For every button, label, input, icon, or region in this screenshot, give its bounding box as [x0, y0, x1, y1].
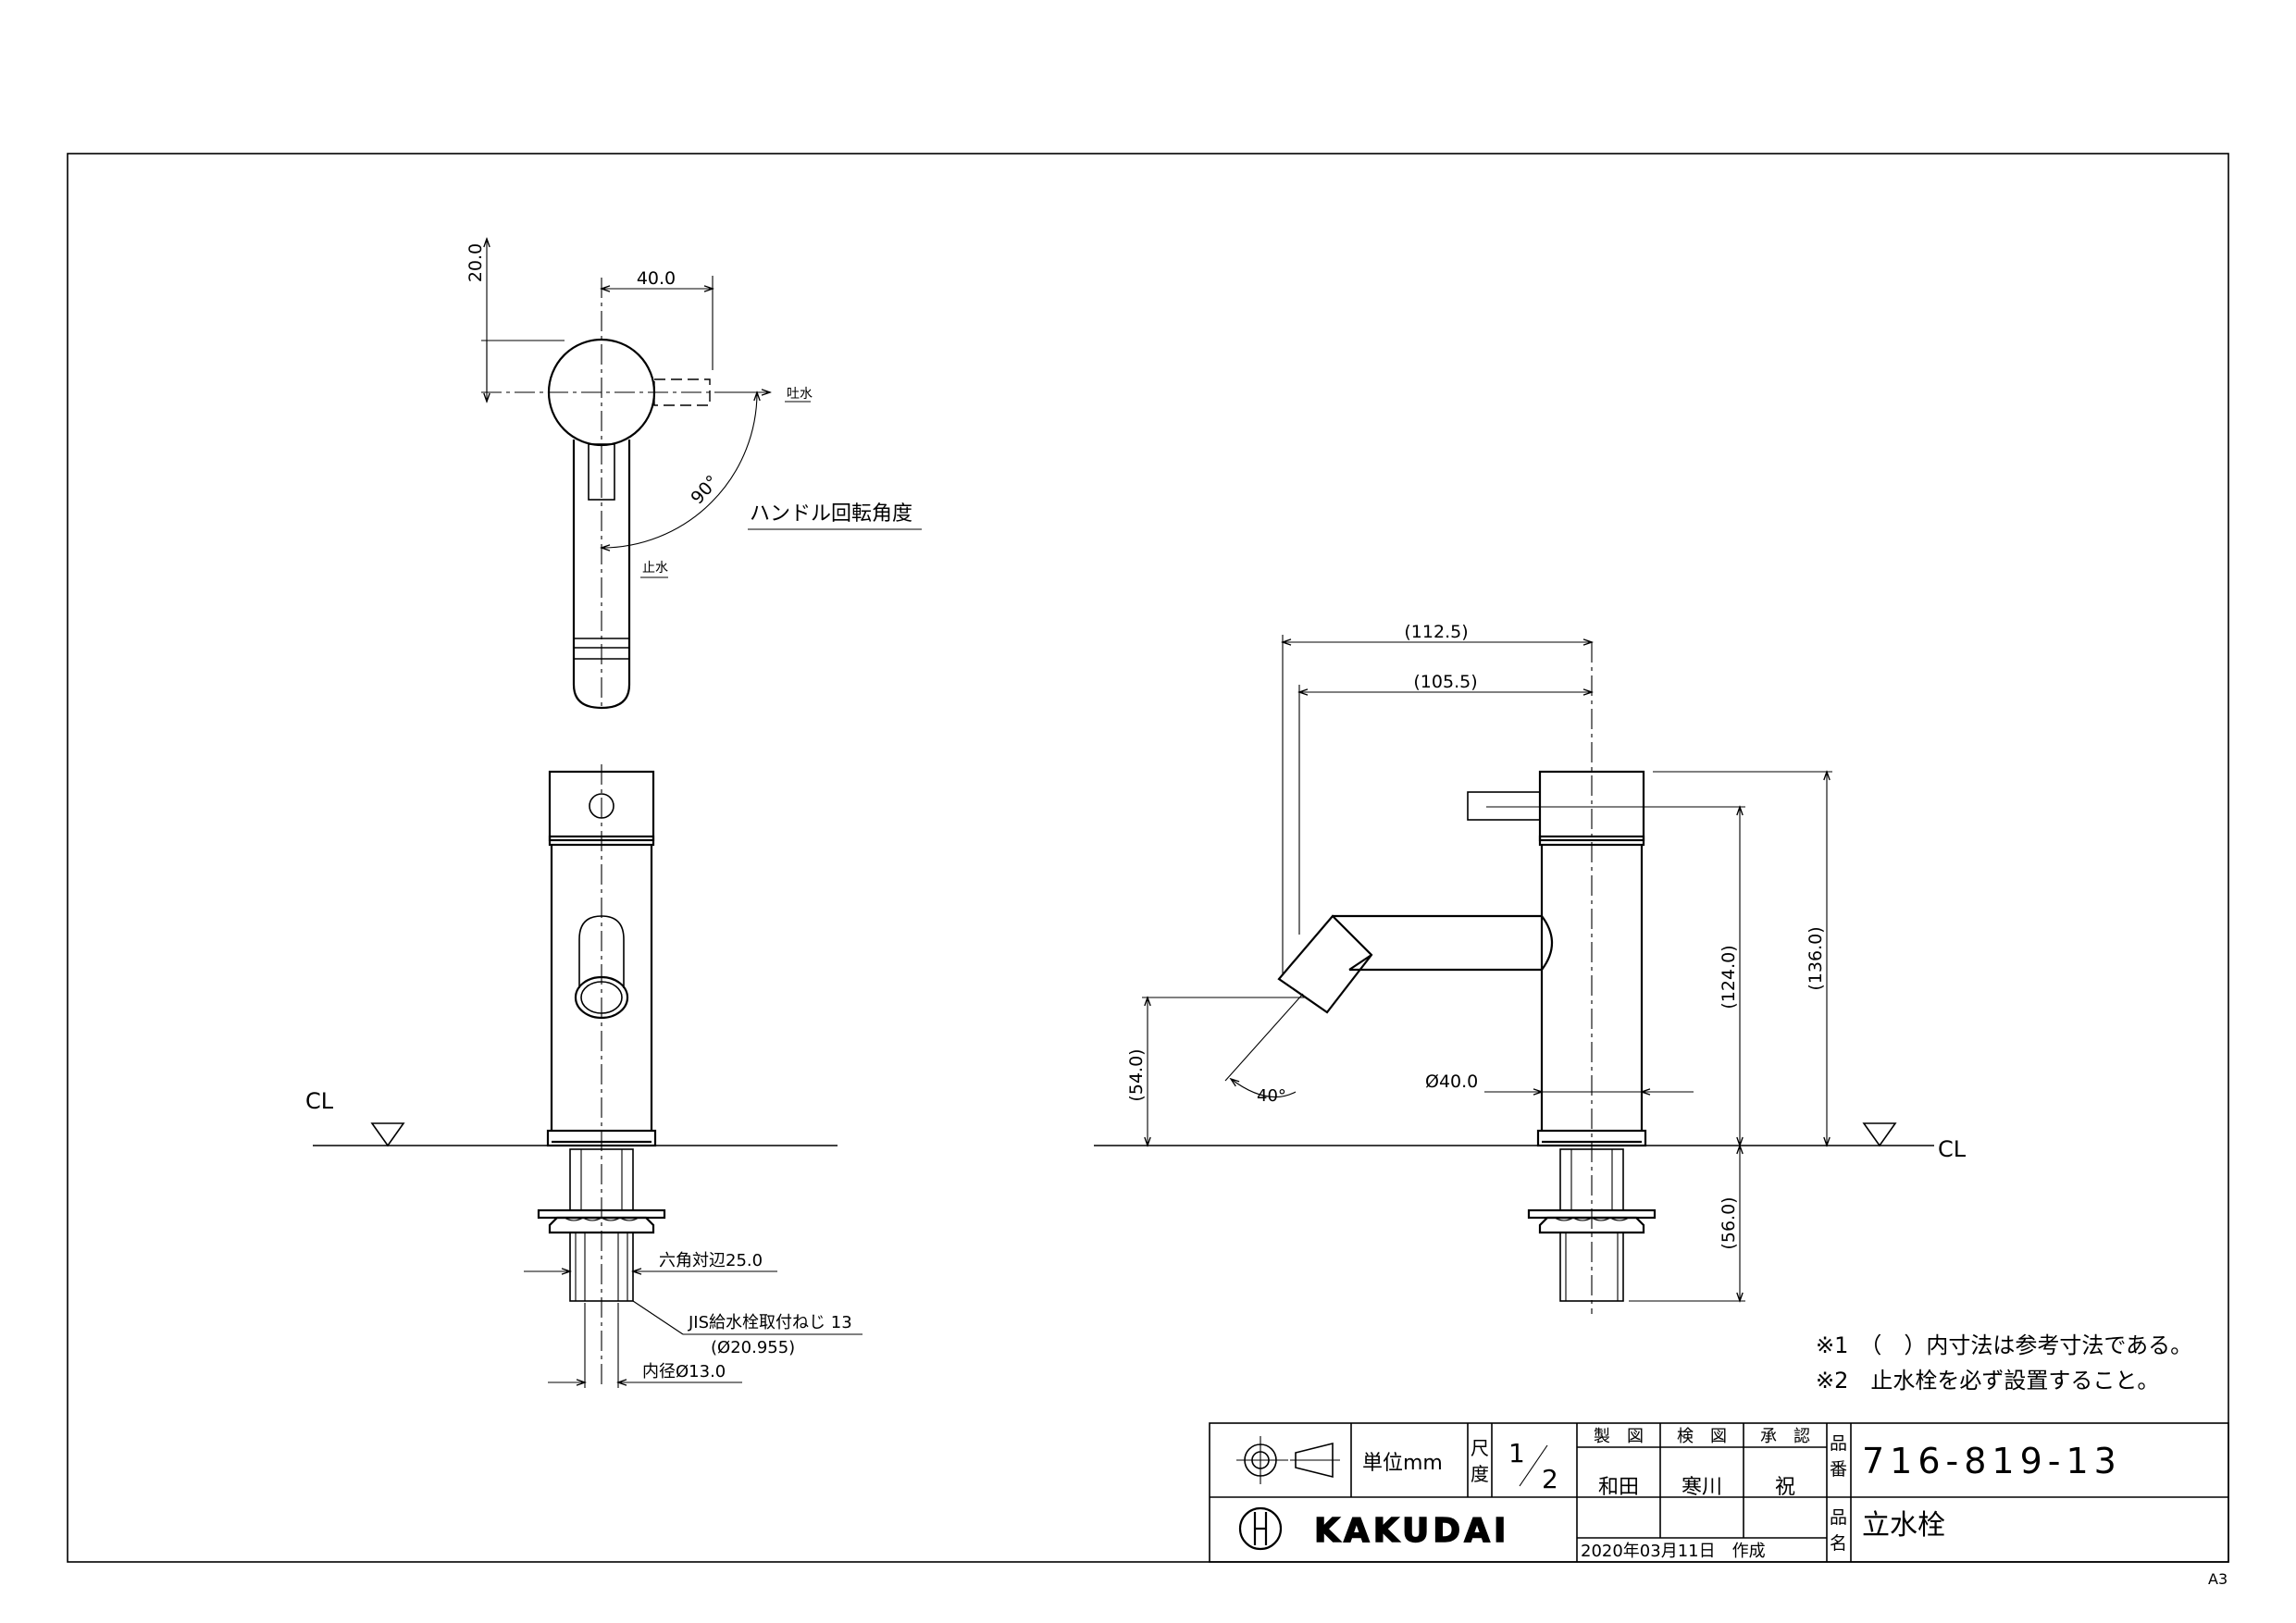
code-label-1: 品: [1830, 1433, 1847, 1454]
label-spout: 吐水: [787, 387, 813, 402]
code-label-2: 番: [1830, 1459, 1847, 1480]
handle-rotation-note: ハンドル回転角度: [750, 502, 912, 526]
dim-40deg: 40°: [1257, 1086, 1286, 1106]
checked-header: 検 図: [1677, 1427, 1727, 1446]
dim-20: 20.0: [465, 243, 486, 282]
side-cl: CL: [1938, 1136, 1967, 1162]
approved-by: 祝: [1775, 1476, 1795, 1499]
note-1: ※1 （ ）内寸法は参考寸法である。: [1816, 1332, 2192, 1358]
scale-num: 1: [1508, 1438, 1525, 1468]
angle-90: 90°: [687, 472, 723, 509]
checked-by: 寒川: [1682, 1476, 1722, 1499]
drawing-border: [67, 153, 2229, 1563]
unit: 単位mm: [1362, 1452, 1443, 1475]
name-label-1: 品: [1830, 1507, 1847, 1528]
side-view: CL (112.5) (105.5) (54.0) 40° Ø40.0: [1094, 622, 1967, 1314]
thread-dia: (Ø20.955): [711, 1338, 795, 1357]
hex-dim: 六角対辺25.0: [659, 1251, 763, 1270]
product-name: 立水栓: [1862, 1509, 1945, 1542]
scale-den: 2: [1542, 1464, 1558, 1494]
product-code: 716-819-13: [1862, 1441, 2122, 1481]
dim-124: (124.0): [1719, 945, 1739, 1009]
front-cl: CL: [305, 1088, 334, 1114]
drawn-header: 製 図: [1594, 1427, 1644, 1446]
title-block: 単位mm 尺 度 1 2 製 図 検 図 承 認 和田 寒川 祝 品 番 品 名…: [1209, 1422, 2229, 1563]
name-label-2: 名: [1830, 1533, 1847, 1554]
dim-54: (54.0): [1126, 1048, 1147, 1101]
drawn-by: 和田: [1598, 1476, 1639, 1499]
label-stop: 止水: [642, 561, 668, 576]
dim-112-5: (112.5): [1404, 622, 1468, 642]
kakudai-logo: KAKUDAI: [1238, 1506, 1509, 1551]
inner-dia: 内径Ø13.0: [642, 1362, 726, 1381]
dim-105-5: (105.5): [1413, 672, 1477, 692]
dim-56: (56.0): [1719, 1196, 1739, 1249]
top-view: 20.0 40.0 吐水 止水 90° ハンドル回転角度: [465, 239, 922, 710]
scale-label-1: 尺: [1471, 1437, 1489, 1459]
date: 2020年03月11日 作成: [1581, 1542, 1766, 1561]
dim-dia-40: Ø40.0: [1425, 1072, 1478, 1092]
sheet-size: A3: [2208, 1570, 2228, 1588]
dim-40: 40.0: [637, 268, 676, 289]
thread-spec: JIS給水栓取付ねじ 13: [688, 1313, 852, 1332]
approved-header: 承 認: [1760, 1427, 1810, 1446]
logo-text: KAKUDAI: [1314, 1512, 1509, 1550]
dim-136: (136.0): [1806, 926, 1826, 990]
scale-label-2: 度: [1471, 1463, 1489, 1485]
projection-symbol-icon: [1236, 1436, 1340, 1484]
front-view: CL 六角対辺25.0 JIS給水栓取付ねじ 13 (Ø20.955): [305, 764, 863, 1388]
notes: ※1 （ ）内寸法は参考寸法である。 ※2 止水栓を必ず設置すること。: [1816, 1332, 2192, 1394]
note-2: ※2 止水栓を必ず設置すること。: [1816, 1368, 2159, 1394]
